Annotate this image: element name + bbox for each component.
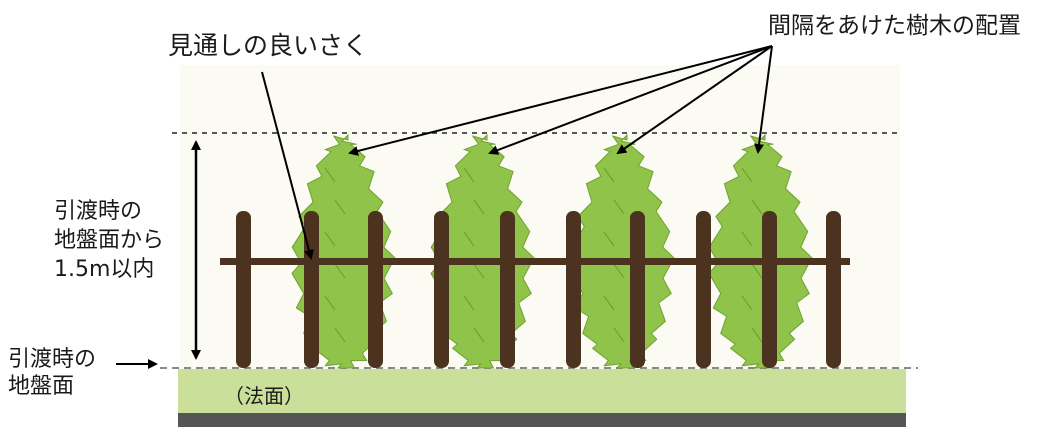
tree-shrub-3	[570, 133, 675, 369]
fence-post-2	[304, 211, 319, 368]
tree-texture	[751, 199, 763, 215]
height-label-line1: 引渡時の	[54, 199, 143, 224]
height-label: 引渡時の 地盤面から 1.5m以内	[54, 200, 164, 282]
slope-label: （法面）	[224, 384, 304, 408]
fence-post-5	[500, 211, 515, 368]
ground-label-line2: 地盤面	[8, 374, 75, 399]
tree-texture	[613, 199, 625, 215]
tree-texture	[324, 231, 336, 247]
tree-texture	[473, 199, 485, 215]
tree-texture	[613, 327, 625, 343]
tree-texture	[741, 167, 753, 183]
fence-label: 見通しの良いさく	[168, 31, 369, 60]
fence-rail	[220, 258, 850, 265]
fence-group	[220, 211, 850, 368]
fence-post-6	[566, 211, 581, 368]
ground-base	[178, 413, 906, 427]
tree-texture	[473, 263, 485, 279]
tree-callout-line-2	[488, 45, 773, 155]
tree-shrub-4	[708, 133, 813, 369]
tree-texture	[334, 327, 346, 343]
tree-callout-line-4	[754, 45, 773, 154]
fence-post-3	[368, 211, 383, 368]
tree-texture	[741, 231, 753, 247]
fence-post-7	[630, 211, 645, 368]
tree-texture	[324, 295, 336, 311]
tree-texture	[473, 327, 485, 343]
slope-ground	[178, 369, 906, 419]
fence-post-9	[762, 211, 777, 368]
ground-label-line1: 引渡時の	[8, 347, 97, 372]
fence-post-10	[826, 211, 841, 368]
tree-texture	[463, 167, 475, 183]
tree-callout-line-1	[348, 45, 773, 156]
ground-label: 引渡時の 地盤面	[8, 348, 96, 399]
tree-texture	[751, 327, 763, 343]
tree-texture	[463, 231, 475, 247]
fence-post-4	[434, 211, 449, 368]
height-label-line3: 1.5m以内	[54, 257, 155, 282]
tree-texture	[603, 167, 615, 183]
height-label-line2: 地盤面から	[54, 228, 165, 253]
tree-texture	[334, 199, 346, 215]
fence-callout-line	[261, 71, 314, 260]
tree-texture	[603, 295, 615, 311]
tree-texture	[613, 263, 625, 279]
tree-texture	[603, 231, 615, 247]
tree-callout-line-3	[616, 45, 773, 155]
tree-texture	[463, 295, 475, 311]
tree-texture	[324, 167, 336, 183]
tree-texture	[751, 263, 763, 279]
fence-post-1	[236, 211, 251, 368]
fence-post-8	[696, 211, 711, 368]
tree-texture	[334, 263, 346, 279]
trees-label: 間隔をあけた樹木の配置	[768, 13, 1021, 39]
tree-texture	[741, 295, 753, 311]
